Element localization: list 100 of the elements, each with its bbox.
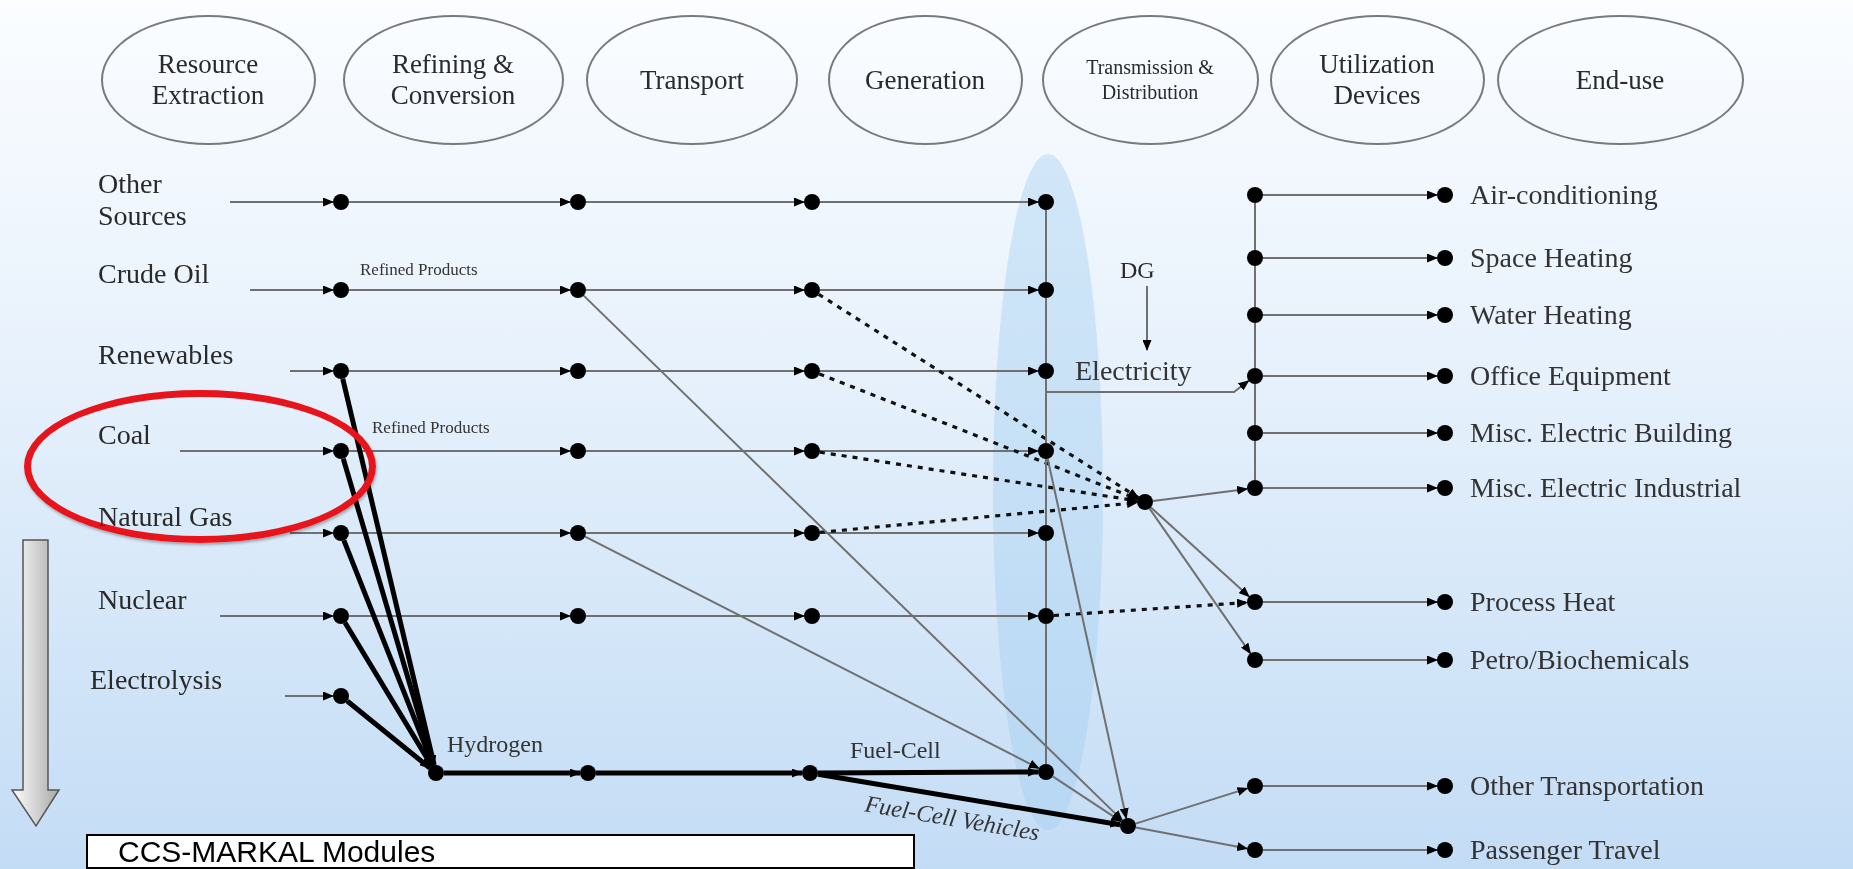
junction-dot <box>1247 652 1263 668</box>
junction-dot <box>1038 443 1054 459</box>
stage-ellipse: End-use <box>1496 15 1744 145</box>
arrow <box>1046 457 1129 820</box>
connector-line <box>1254 265 1256 308</box>
end-use-label: Other Transportation <box>1470 769 1705 803</box>
junction-dot <box>333 608 349 624</box>
arrow <box>1262 310 1438 320</box>
arrow <box>1262 655 1438 665</box>
end-use-label: Water Heating <box>1470 298 1632 332</box>
edge-label: Hydrogen <box>447 730 543 758</box>
arrow <box>179 446 334 456</box>
junction-dot <box>1247 425 1263 441</box>
arrow <box>818 767 1039 777</box>
arrow <box>229 197 334 207</box>
junction-dot <box>333 688 349 704</box>
source-label: Renewables <box>98 339 290 371</box>
stage-ellipse: Utilization Devices <box>1269 15 1485 145</box>
arrow <box>819 446 1039 456</box>
arrow <box>1151 485 1249 502</box>
junction-dot <box>1038 363 1054 379</box>
junction-dot <box>333 363 349 379</box>
dg-label: DG <box>1120 254 1174 286</box>
arrow <box>345 699 432 770</box>
connector-line <box>1045 209 1047 283</box>
arrow <box>585 446 805 456</box>
junction-dot <box>570 525 586 541</box>
arrow <box>1262 781 1438 791</box>
connector-line <box>1254 440 1256 481</box>
source-label: Other Sources <box>98 168 230 236</box>
source-label: Natural Gas <box>98 501 290 533</box>
arrow <box>819 197 1039 207</box>
junction-dot <box>804 363 820 379</box>
stage-ellipse: Resource Extraction <box>100 15 316 145</box>
arrow <box>819 499 1138 534</box>
junction-dot <box>804 443 820 459</box>
arrow <box>1262 597 1438 607</box>
junction-dot <box>1247 842 1263 858</box>
arrow <box>348 528 571 538</box>
arrow <box>817 771 1122 828</box>
end-use-label: Petro/Biochemicals <box>1470 643 1690 677</box>
arrow <box>585 285 805 295</box>
arrow <box>1142 285 1152 351</box>
arrow <box>819 366 1039 376</box>
edge-label: Electricity <box>1075 355 1192 387</box>
end-use-label: Space Heating <box>1470 241 1633 275</box>
end-use-label: Passenger Travel <box>1470 833 1661 867</box>
arrow <box>1262 428 1438 438</box>
arrow <box>1134 787 1249 825</box>
junction-dot <box>1137 494 1153 510</box>
connector-line <box>1045 297 1047 364</box>
edge-label: Refined Products <box>360 259 478 280</box>
connector-line <box>1254 383 1256 426</box>
module-box: CCS-MARKAL Modules <box>86 834 915 869</box>
connector-line <box>1045 458 1047 526</box>
arrow <box>342 621 435 768</box>
arrow <box>348 611 571 621</box>
arrow <box>219 611 334 621</box>
connector-line <box>1254 322 1256 369</box>
junction-dot <box>804 525 820 541</box>
junction-dot <box>1437 480 1453 496</box>
arrow <box>1051 775 1123 823</box>
arrow <box>1262 483 1438 493</box>
junction-dot <box>570 282 586 298</box>
arrow <box>819 285 1039 295</box>
stage-ellipse: Transmission & Distribution <box>1041 15 1259 145</box>
junction-dot <box>804 194 820 210</box>
junction-dot <box>333 282 349 298</box>
arrow <box>585 611 805 621</box>
arrow <box>584 535 1040 770</box>
arrow <box>289 366 334 376</box>
junction-dot <box>804 282 820 298</box>
junction-dot <box>428 765 444 781</box>
arrow <box>819 450 1139 504</box>
junction-dot <box>1120 818 1136 834</box>
connector-line <box>1045 623 1047 765</box>
source-label: Coal <box>98 419 180 451</box>
end-use-label: Misc. Electric Building <box>1470 416 1733 450</box>
junction-dot <box>1247 307 1263 323</box>
arrow <box>1149 506 1251 598</box>
arrow <box>817 292 1140 500</box>
junction-dot <box>1247 778 1263 794</box>
arrow <box>818 372 1139 501</box>
junction-dot <box>1038 282 1054 298</box>
end-use-label: Process Heat <box>1470 585 1616 619</box>
arrow <box>1262 845 1438 855</box>
junction-dot <box>1437 250 1453 266</box>
connector-line <box>1045 540 1047 609</box>
arrow <box>585 366 805 376</box>
stage-ellipse: Transport <box>586 15 798 145</box>
arrow <box>340 458 437 767</box>
arrow <box>348 197 571 207</box>
junction-dot <box>580 765 596 781</box>
connector-line <box>1254 202 1256 251</box>
arrow <box>585 197 805 207</box>
junction-dot <box>1038 764 1054 780</box>
end-use-label: Air-conditioning <box>1470 178 1658 212</box>
junction-dot <box>1437 652 1453 668</box>
stage-ellipse: Refining & Conversion <box>342 15 564 145</box>
arrow <box>582 294 1124 822</box>
